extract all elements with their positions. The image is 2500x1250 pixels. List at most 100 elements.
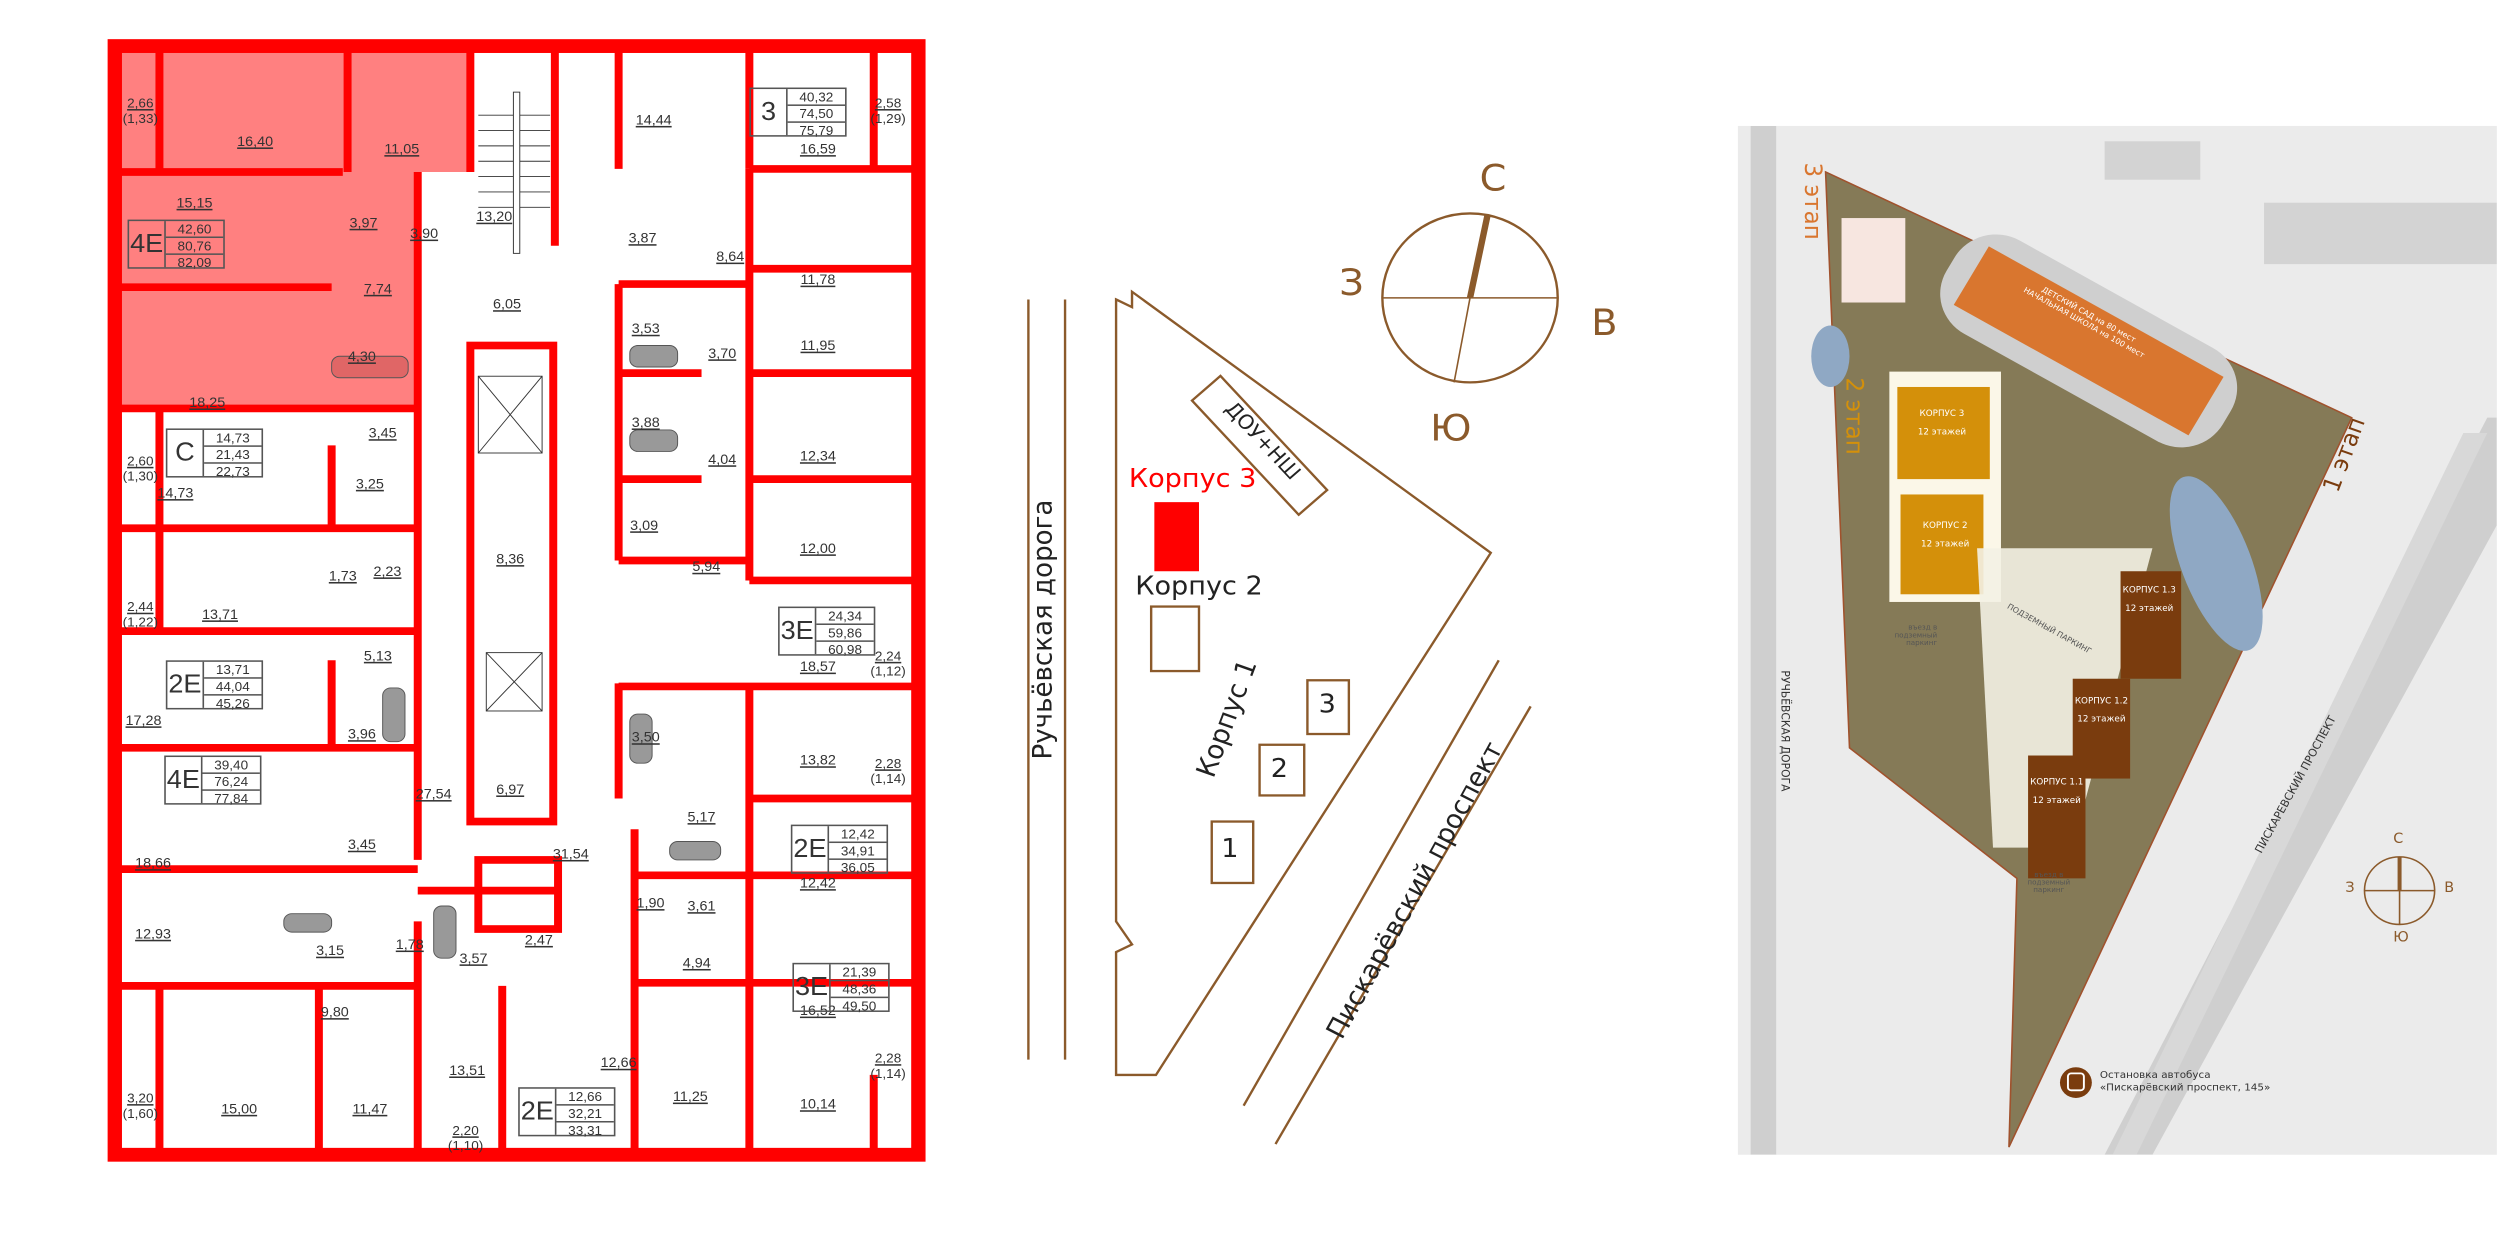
- building-floors: 12 этажей: [2125, 605, 2174, 615]
- room-area-label: 11,25: [672, 1088, 708, 1105]
- room-area-label: 13,82: [799, 752, 836, 768]
- room-area-label: 12,34: [799, 448, 836, 464]
- room-area-label: 15,15: [176, 195, 213, 211]
- pisk-road-line-1: [1242, 659, 1500, 1107]
- compass-south: Ю: [1430, 406, 1472, 450]
- section-3-label: 3: [1318, 689, 1336, 721]
- room-area-label: 3,45: [368, 425, 397, 441]
- room-area-label: 1,73: [328, 568, 357, 584]
- room-area-label: 3,15: [316, 942, 345, 959]
- room-area-label: 3,45: [347, 836, 376, 853]
- korpus-3-block: [1897, 386, 1990, 480]
- korpus-1-3-block: [2120, 571, 2182, 679]
- stage-2-label: 2 этап: [1840, 377, 1869, 455]
- apartment-type: 4E: [129, 221, 166, 268]
- balcony-area-label: 2,28(1,14): [870, 1050, 905, 1081]
- room-area-label: 3,96: [347, 726, 376, 742]
- room-area-label: 3,97: [349, 214, 378, 231]
- room-area-label: 12,93: [135, 925, 172, 942]
- balcony-reduced-area: (1,14): [870, 1065, 906, 1082]
- room-area-label: 18,57: [799, 658, 836, 675]
- room-area-label: 2,47: [524, 932, 553, 948]
- room-area-label: 16,52: [799, 1002, 836, 1019]
- room-area-label: 15,00: [221, 1101, 258, 1117]
- living-area: 21,39: [830, 964, 889, 982]
- road-west-label: Ручьёвская дорога: [1027, 499, 1060, 760]
- total-area-with-balcony: 22,73: [215, 463, 250, 480]
- room-area-label: 3,09: [630, 517, 659, 533]
- building-name: КОРПУС 1.3: [2122, 586, 2176, 596]
- location-scheme: Ручьёвская дорога Пискарёвский проспект …: [957, 0, 1722, 1250]
- room-area-label: 3,50: [631, 729, 660, 745]
- room-area-label: 13,71: [202, 606, 238, 622]
- kindergarten-building: [1190, 374, 1329, 517]
- room-area-label: 3,57: [459, 950, 488, 966]
- room-area-label: 5,94: [692, 558, 721, 575]
- compass-west: З: [1339, 261, 1364, 305]
- school-building: [1953, 246, 2224, 436]
- balcony-area-label: 2,20(1,10): [448, 1123, 483, 1154]
- living-area: 40,32: [787, 89, 846, 106]
- room-area-label: 7,74: [363, 281, 392, 297]
- selected-building-marker[interactable]: [1154, 502, 1199, 572]
- compass-east: В: [1591, 300, 1618, 344]
- room-area-label: 17,28: [125, 712, 162, 728]
- apartment-type: 3E: [780, 608, 817, 655]
- apartment-type: 3E: [794, 964, 831, 1011]
- room-area-label: 8,36: [496, 551, 525, 567]
- room-area-label: 1,90: [636, 895, 665, 911]
- parking-entry-label-1: въезд в подземный паркинг: [1894, 624, 1938, 649]
- balcony-reduced-area: (1,10): [447, 1137, 484, 1154]
- room-area-label: 27,54: [415, 786, 452, 802]
- living-area: 12,66: [556, 1089, 614, 1106]
- total-area-with-balcony: 36,05: [840, 859, 875, 876]
- balcony-area: 2,60: [127, 453, 154, 469]
- site-compass-east: В: [2444, 881, 2455, 897]
- selected-apartment-fill[interactable]: [114, 46, 471, 409]
- total-area-with-balcony: 33,31: [568, 1122, 603, 1138]
- balcony-area: 2,66: [127, 95, 154, 111]
- bus-stop-line1: Остановка автобуса: [2099, 1068, 2211, 1082]
- balcony-area: 2,28: [874, 1050, 902, 1066]
- balcony-area: 2,58: [874, 95, 902, 111]
- room-area-label: 5,17: [687, 809, 716, 825]
- room-area-label: 11,78: [800, 271, 836, 288]
- apartment-type: 3: [751, 89, 788, 136]
- room-area-label: 3,70: [708, 345, 737, 361]
- balcony-area-label: 2,60(1,30): [123, 453, 158, 484]
- room-area-label: 3,88: [631, 414, 660, 430]
- building-name: КОРПУС 3: [1919, 410, 1965, 420]
- balcony-reduced-area: (1,29): [870, 110, 906, 126]
- floor-plan-walls: [107, 39, 926, 1162]
- total-area-with-balcony: 77,84: [214, 790, 249, 807]
- balcony-area-label: 2,44(1,22): [123, 599, 158, 630]
- balcony-reduced-area: (1,33): [122, 110, 159, 126]
- apartment-type: 2E: [792, 826, 830, 873]
- room-area-label: 12,66: [600, 1054, 637, 1071]
- total-area-with-balcony: 75,79: [799, 122, 834, 139]
- room-area-label: 31,54: [552, 846, 589, 862]
- living-area: 42,60: [165, 221, 224, 239]
- room-area-label: 3,25: [355, 476, 384, 492]
- room-area-label: 1,78: [395, 936, 424, 953]
- korpus-2-block: [1900, 494, 1984, 595]
- total-area: 76,24: [202, 774, 260, 791]
- road-west-label-map: РУЧЬЁВСКАЯ ДОРОГА: [1778, 670, 1792, 792]
- site-building-label: КОРПУС 1.3 12 этажей: [2121, 587, 2178, 615]
- section-1-label: 1: [1221, 833, 1239, 865]
- korpus-1-1-block: [2028, 755, 2086, 879]
- total-area: 48,36: [830, 981, 889, 999]
- balcony-area: 2,44: [127, 598, 154, 615]
